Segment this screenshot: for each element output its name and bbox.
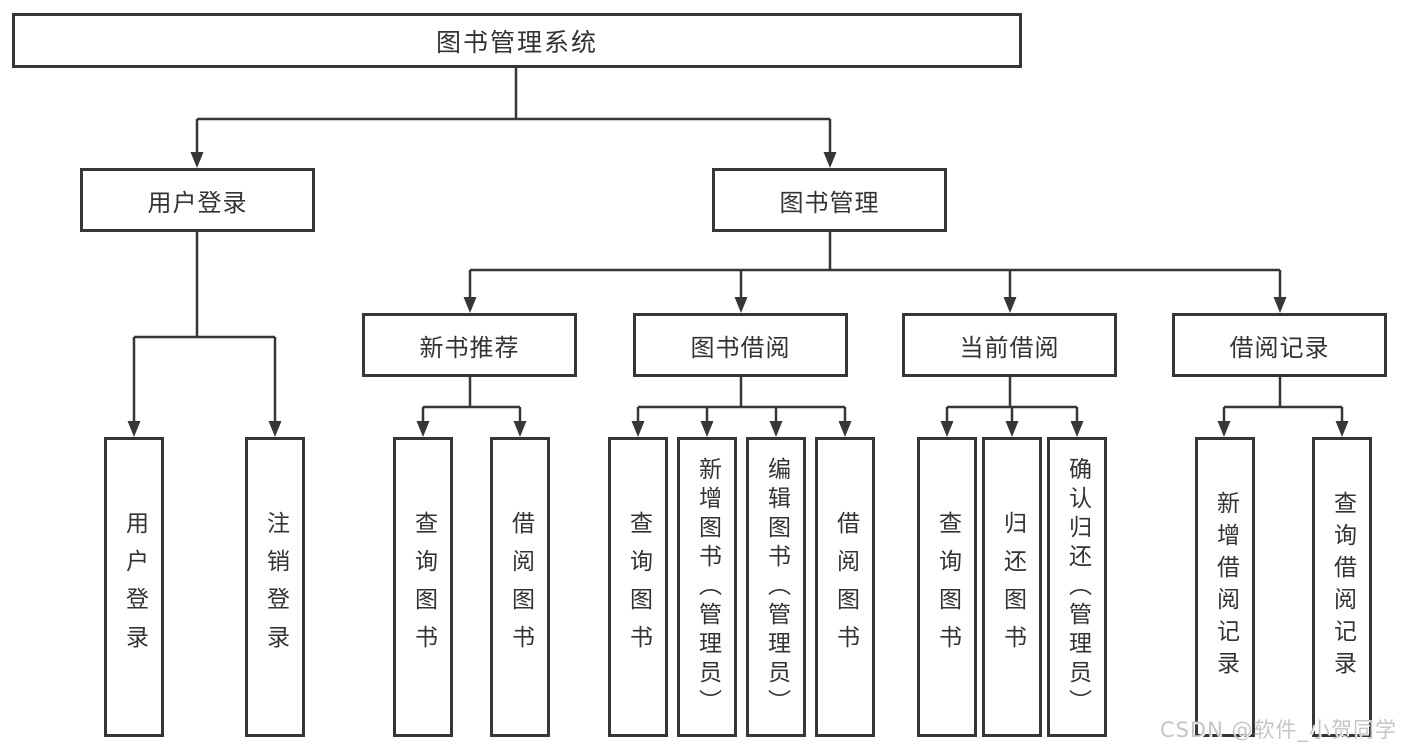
leaf-query-books-current-label: 查询图书 [934,511,961,663]
arrowhead-icons [127,152,1349,437]
leaf-confirm-return-admin-label: 确认归还（管理员） [1064,456,1091,718]
node-book-borrow: 图书借阅 [633,313,848,377]
leaf-borrow-books-label: 借阅图书 [832,511,859,663]
leaf-borrow-books: 借阅图书 [815,437,875,737]
leaf-add-borrow-record: 新增借阅记录 [1195,437,1255,737]
leaf-borrow-books-recommend: 借阅图书 [490,437,550,737]
leaf-query-books-borrow-label: 查询图书 [625,511,652,663]
leaf-query-books-recommend: 查询图书 [393,437,453,737]
node-new-book-recommend: 新书推荐 [362,313,577,377]
node-book-management: 图书管理 [712,168,947,232]
node-current-borrow: 当前借阅 [902,313,1117,377]
leaf-add-books-admin: 新增图书（管理员） [677,437,737,737]
node-user-login: 用户登录 [80,168,315,232]
leaf-query-borrow-record-label: 查询借阅记录 [1329,491,1356,683]
leaf-query-books-current: 查询图书 [917,437,977,737]
node-library-management-system: 图书管理系统 [12,13,1022,68]
leaf-user-login: 用户登录 [104,437,164,737]
leaf-query-books-borrow: 查询图书 [608,437,668,737]
leaf-return-books-label: 归还图书 [999,511,1026,663]
leaf-return-books: 归还图书 [982,437,1042,737]
leaf-logout-label: 注销登录 [262,511,289,663]
leaf-query-borrow-record: 查询借阅记录 [1312,437,1372,737]
csdn-watermark: CSDN @软件_小贺同学 [1159,718,1397,742]
node-borrow-records: 借阅记录 [1172,313,1387,377]
leaf-user-login-label: 用户登录 [121,511,148,663]
leaf-confirm-return-admin: 确认归还（管理员） [1047,437,1107,737]
leaf-add-books-admin-label: 新增图书（管理员） [694,456,721,718]
leaf-edit-books-admin: 编辑图书（管理员） [746,437,806,737]
leaf-query-books-recommend-label: 查询图书 [410,511,437,663]
leaf-borrow-books-recommend-label: 借阅图书 [507,511,534,663]
leaf-edit-books-admin-label: 编辑图书（管理员） [763,456,790,718]
leaf-logout: 注销登录 [245,437,305,737]
leaf-add-borrow-record-label: 新增借阅记录 [1212,491,1239,683]
